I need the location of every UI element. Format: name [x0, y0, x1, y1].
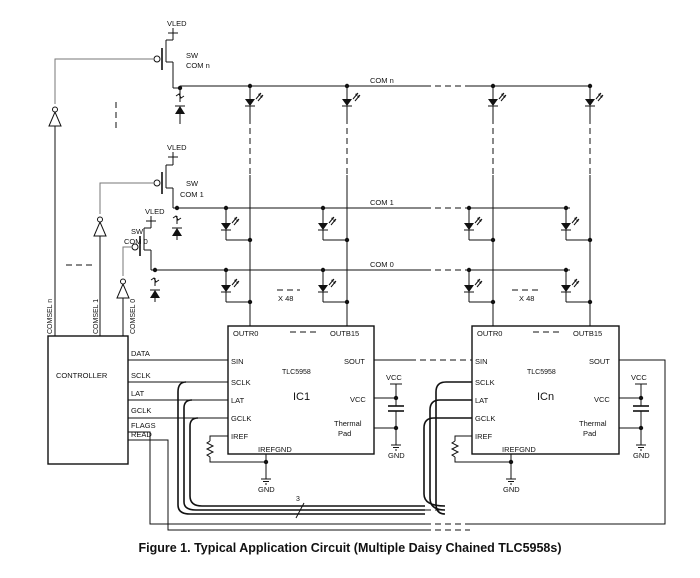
led-n-3: [487, 92, 507, 111]
led-0-2: [317, 278, 337, 297]
led-0-1: [220, 278, 240, 297]
icn-irefgnd: IREFGND: [502, 445, 536, 454]
switch-com-0: VLED SW COM 0: [124, 207, 165, 303]
row-com-1-label: COM 1: [370, 198, 394, 207]
controller-wiring: 3: [128, 359, 666, 531]
ic1-thermal: Thermal: [334, 419, 362, 428]
sw-label-3: SW: [131, 227, 144, 236]
icn-sclk: SCLK: [475, 378, 495, 387]
led-n-1: [244, 92, 264, 111]
vled-label: VLED: [167, 19, 187, 28]
ic1-name: IC1: [293, 391, 310, 403]
ic1-gnd-label: GND: [258, 485, 275, 494]
icn-vcc-pin: VCC: [594, 395, 610, 404]
ic1-sout: SOUT: [344, 357, 365, 366]
comsel-1-label: COMSEL 1: [93, 299, 100, 334]
sw-com-n-label: COM n: [186, 61, 210, 70]
ic1-part: TLC5958: [282, 369, 311, 376]
icn-outb15: OUTB15: [573, 329, 602, 338]
ic1-vcc-rail: VCC: [386, 373, 402, 382]
switch-com-1: VLED SW COM 1: [153, 143, 204, 241]
ic1-lat: LAT: [231, 396, 245, 405]
ic1-gclk: GCLK: [231, 414, 251, 423]
led-n-2: [341, 92, 361, 111]
vled-label-2: VLED: [167, 143, 187, 152]
led-0-4: [560, 278, 580, 297]
icn-part: TLC5958: [527, 369, 556, 376]
icn-gnd-label: GND: [503, 485, 520, 494]
ic1-sin: SIN: [231, 357, 244, 366]
ic1-irefgnd: IREFGND: [258, 445, 292, 454]
x48-label-ic1: X 48: [278, 294, 293, 303]
row-com-n: COM n: [180, 76, 604, 111]
controller-label: CONTROLLER: [56, 371, 108, 380]
row-com-n-label: COM n: [370, 76, 394, 85]
comsel-0-label: COMSEL 0: [130, 299, 137, 334]
icn-iref: IREF: [475, 432, 493, 441]
led-1-2: [317, 216, 337, 235]
ic1-peripherals: GND VCC GND: [205, 359, 470, 494]
sig-sclk: SCLK: [131, 371, 151, 380]
comsel-n-label: COMSEL n: [47, 299, 54, 334]
sw-label: SW: [186, 51, 199, 60]
sig-lat: LAT: [131, 389, 145, 398]
sw-label-2: SW: [186, 179, 199, 188]
icn-name: ICn: [537, 391, 554, 403]
ic1-outb15: OUTB15: [330, 329, 359, 338]
icn-sin: SIN: [475, 357, 488, 366]
sig-data: DATA: [131, 349, 150, 358]
x48-label-icn: X 48: [519, 294, 534, 303]
ic1-chip: OUTR0 OUTB15 SIN SCLK LAT GCLK IREF TLC5…: [227, 325, 375, 455]
sig-gclk: GCLK: [131, 406, 151, 415]
column-wires: [249, 110, 591, 326]
led-1-1: [220, 216, 240, 235]
icn-pad: Pad: [583, 429, 596, 438]
sw-com-0-label: COM 0: [124, 237, 148, 246]
bus-width-label: 3: [296, 496, 300, 503]
icn-lat: LAT: [475, 396, 489, 405]
switch-com-n: VLED SW COM n: [153, 19, 210, 124]
led-1-4: [560, 216, 580, 235]
ic1-sclk: SCLK: [231, 378, 251, 387]
icn-chip: OUTR0 OUTB15 SIN SCLK LAT GCLK IREF TLC5…: [471, 325, 620, 455]
ic1-pad: Pad: [338, 429, 351, 438]
ic1-gnd-label-2: GND: [388, 451, 405, 460]
led-1-3: [463, 216, 483, 235]
icn-sout: SOUT: [589, 357, 610, 366]
figure-caption: Figure 1. Typical Application Circuit (M…: [139, 541, 562, 555]
row-com-0-label: COM 0: [370, 260, 394, 269]
icn-gnd-label-2: GND: [633, 451, 650, 460]
row-com-0: COM 0 X 48 X 48: [155, 260, 593, 305]
row-com-1: COM 1: [177, 198, 593, 243]
sig-flags: FLAGS: [131, 421, 156, 430]
icn-gclk: GCLK: [475, 414, 495, 423]
icn-vcc-rail: VCC: [631, 373, 647, 382]
comsel-drivers: COMSEL n COMSEL 1 COMSEL 0: [47, 58, 154, 336]
led-0-3: [463, 278, 483, 297]
sig-read: READ: [131, 430, 152, 439]
led-n-4: [584, 92, 604, 111]
ic1-vcc-pin: VCC: [350, 395, 366, 404]
sw-com-1-label: COM 1: [180, 190, 204, 199]
icn-thermal: Thermal: [579, 419, 607, 428]
ic1-iref: IREF: [231, 432, 249, 441]
icn-outr0: OUTR0: [477, 329, 502, 338]
ic1-outr0: OUTR0: [233, 329, 258, 338]
vled-label-3: VLED: [145, 207, 165, 216]
icn-peripherals: GND VCC GND: [423, 359, 650, 515]
